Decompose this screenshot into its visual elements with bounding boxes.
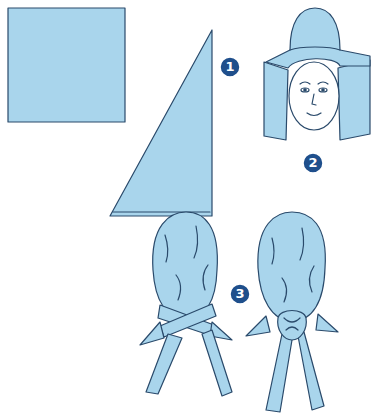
tail-left bbox=[266, 334, 292, 412]
tail-right bbox=[202, 330, 232, 396]
callout-disc bbox=[303, 153, 323, 173]
callout-number: 1 bbox=[220, 57, 240, 77]
callout-disc bbox=[220, 57, 240, 77]
knot-folds bbox=[284, 318, 300, 330]
scarf-side-right bbox=[338, 60, 370, 140]
back-view-knotted bbox=[246, 212, 338, 412]
callout-number: 3 bbox=[230, 284, 250, 304]
callout-number: 2 bbox=[303, 153, 323, 173]
scarf-fold bbox=[290, 47, 340, 50]
nose bbox=[312, 94, 316, 105]
scarf-back-left bbox=[153, 212, 218, 320]
scarf-back-right bbox=[258, 212, 325, 322]
tail-right bbox=[298, 332, 324, 410]
pupil-right bbox=[322, 89, 324, 91]
callout-disc bbox=[230, 284, 250, 304]
scarf-folds bbox=[272, 228, 314, 302]
mouth bbox=[307, 113, 321, 116]
scarf-side-left bbox=[264, 62, 288, 140]
fold-edge bbox=[113, 211, 210, 212]
scarf-crown bbox=[266, 8, 370, 68]
tail-left bbox=[146, 334, 182, 394]
eyebrows bbox=[300, 82, 328, 84]
back-view-crossed bbox=[140, 212, 232, 396]
eye-right bbox=[319, 88, 327, 92]
scarf-folds bbox=[165, 226, 208, 300]
knot bbox=[278, 311, 307, 341]
pupil-left bbox=[304, 89, 306, 91]
face bbox=[289, 62, 339, 130]
wing-left bbox=[246, 316, 270, 336]
eye-left bbox=[301, 88, 309, 92]
wing-left bbox=[140, 322, 164, 345]
folded-triangle bbox=[110, 30, 212, 216]
square-scarf bbox=[8, 8, 125, 122]
wing-right bbox=[316, 314, 338, 332]
scarf-on-head bbox=[264, 8, 370, 140]
